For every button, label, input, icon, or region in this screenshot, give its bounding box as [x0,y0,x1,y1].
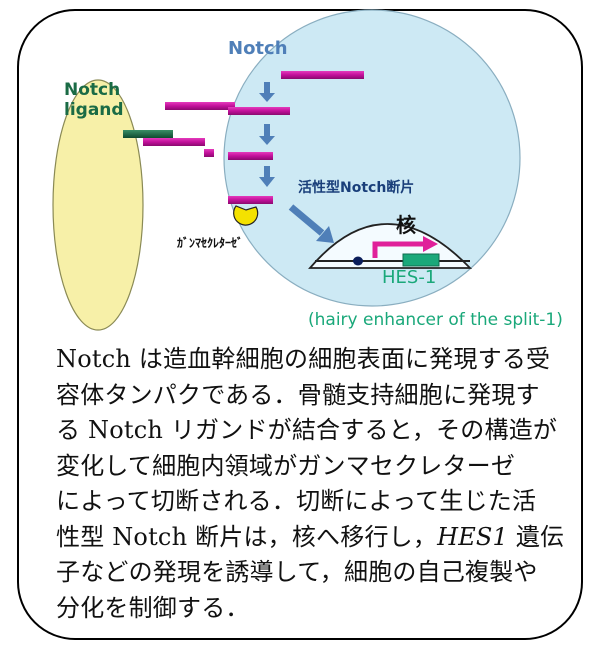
notch-bar-2 [228,107,290,115]
caption: Notch は造血幹細胞の細胞表面に発現する受 容体タンパクである．骨髄支持細胞… [56,342,576,626]
transcription-arrow-head [423,236,438,252]
nuclear-translocation-arrow [288,204,334,243]
caption-line-6a: 性型 Notch 断片は，核へ移行し， [56,522,438,551]
transcription-arrow [372,241,425,258]
gamma-secretase [233,205,259,226]
notch-bar-4 [228,196,273,204]
down-arrow-2 [259,124,275,145]
caption-line-1: Notch は造血幹細胞の細胞表面に発現する受 [56,345,551,373]
notch-ligand-bar-2 [143,138,205,146]
caption-line-5: によって切断される．切断によって生じた活 [56,487,537,515]
caption-line-2: 容体タンパクである．骨髄支持細胞に発現す [56,380,540,409]
ligand-bar [123,130,173,138]
dna-binding-site [353,256,363,266]
hes1-gene-bar [402,253,440,267]
gene-label: HES-1 [382,267,437,288]
gene-fullname: (hairy enhancer of the split-1) [308,310,563,330]
notch-ligand-bar-2b [204,149,214,157]
caption-line-8: 分化を制御する． [56,593,250,622]
caption-line-4: 変化して細胞内領域がガンマセクレターゼ [56,451,516,480]
receiving-cell [223,9,521,307]
caption-line-6c: 遺伝 [508,522,565,551]
down-arrow-1 [259,82,275,102]
caption-line-6: 性型 Notch 断片は，核へ移行し，HES1 遺伝 [56,520,576,556]
ligand-label-line1: Notch [64,80,121,100]
notch-ligand-bar-1 [165,102,235,110]
nucleus-label: 核 [396,213,416,237]
down-arrow-3 [259,166,275,187]
notch-label: Notch [228,38,288,59]
enzyme-label: ｶﾞﾝﾏｾｸﾚﾀｰｾﾞ [177,236,244,250]
hes1-gene-name: HES1 [437,522,509,551]
ligand-cell [52,79,144,331]
active-fragment-label: 活性型Notch断片 [298,180,415,196]
ligand-label-line2: ligand [64,100,124,120]
notch-bar-3 [228,152,273,160]
notch-full-bar [281,71,364,79]
notch-signaling-diagram [52,9,521,331]
caption-line-3: る Notch リガンドが結合すると，その構造が [56,416,558,444]
caption-line-7: 子などの発現を誘導して，細胞の自己複製や [56,558,538,586]
